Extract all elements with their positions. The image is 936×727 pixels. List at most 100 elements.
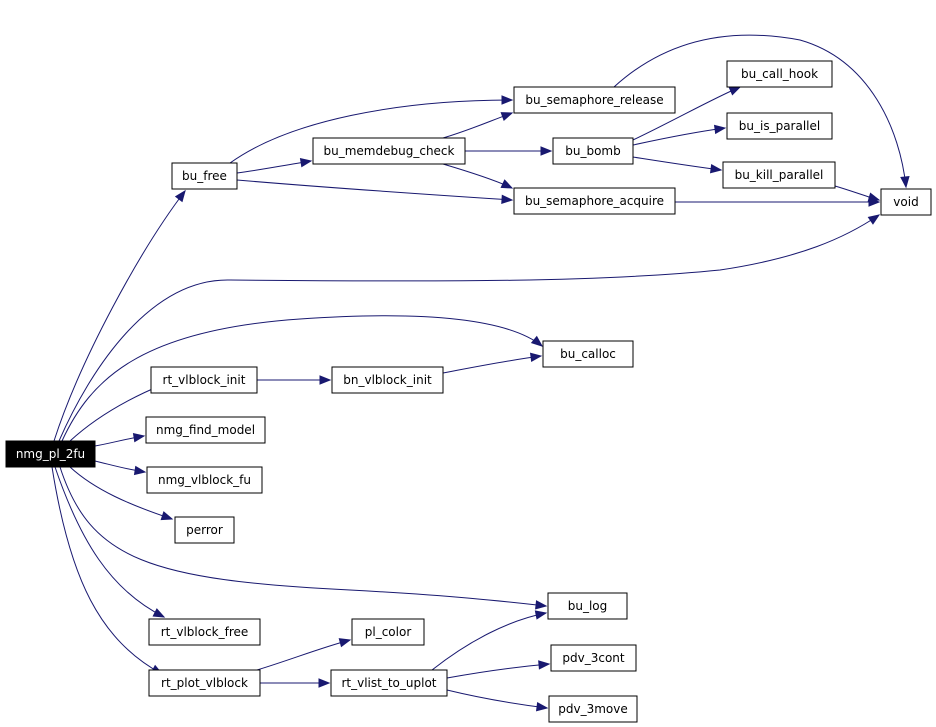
arrow-head — [900, 176, 910, 189]
node-box — [513, 187, 676, 215]
node-perror[interactable]: perror — [174, 516, 235, 544]
edge-line — [446, 663, 550, 679]
node-bu-call-hook[interactable]: bu_call_hook — [726, 60, 833, 88]
edge-rt_vlist_to_uplot-to-bu_log — [431, 610, 548, 671]
node-box — [548, 695, 638, 723]
node-bn-vlblock-init[interactable]: bn_vlblock_init — [331, 366, 444, 394]
edge-line — [69, 466, 173, 520]
node-box — [146, 466, 263, 494]
node-label: bu_is_parallel — [739, 119, 820, 133]
node-rt-vlblock-free[interactable]: rt_vlblock_free — [148, 618, 261, 646]
node-box — [174, 516, 235, 544]
edge-bn_vlblock_init-to-bu_calloc — [442, 352, 543, 374]
node-label: pdv_3cont — [562, 651, 625, 665]
arrow-head — [132, 432, 146, 443]
node-bu-log[interactable]: bu_log — [547, 592, 628, 620]
edge-line — [51, 466, 163, 675]
node-box — [145, 416, 266, 444]
edge-line — [229, 99, 513, 164]
node-label: nmg_vlblock_fu — [158, 473, 251, 487]
edge-nmg_pl_2fu-to-perror — [69, 466, 174, 521]
node-rt-plot-vlblock[interactable]: rt_plot_vlblock — [148, 669, 261, 697]
node-bu-semaphore-release[interactable]: bu_semaphore_release — [513, 86, 676, 114]
node-nmg-pl-2fu[interactable]: nmg_pl_2fu — [5, 440, 96, 468]
node-label: bu_call_hook — [741, 67, 818, 81]
arrow-head — [133, 465, 147, 476]
node-box — [351, 618, 425, 646]
node-box — [331, 366, 444, 394]
node-box — [513, 86, 676, 114]
arrow-head — [174, 189, 186, 203]
arrow-head — [500, 179, 514, 189]
node-label: rt_vlist_to_uplot — [341, 676, 436, 690]
edge-line — [446, 689, 548, 709]
node-label: nmg_pl_2fu — [16, 447, 85, 461]
arrow-head — [540, 146, 553, 156]
arrow-head — [728, 86, 742, 96]
arrow-head — [713, 124, 727, 135]
edge-line — [442, 163, 513, 189]
node-label: bu_semaphore_release — [525, 93, 663, 107]
node-bu-semaphore-acquire[interactable]: bu_semaphore_acquire — [513, 187, 676, 215]
node-nmg-find-model[interactable]: nmg_find_model — [145, 416, 266, 444]
arrow-head — [501, 194, 514, 205]
node-label: pl_color — [365, 625, 412, 639]
arrow-head — [529, 352, 543, 363]
node-box — [547, 592, 628, 620]
edge-bu_memdebug_check-to-bu_semaphore_acquire — [442, 163, 514, 189]
edge-line — [431, 612, 547, 671]
node-pdv-3cont[interactable]: pdv_3cont — [550, 644, 637, 672]
node-bu-free[interactable]: bu_free — [171, 162, 238, 190]
node-box — [722, 161, 836, 189]
edge-nmg_pl_2fu-to-bu_log — [59, 466, 548, 610]
node-bu-calloc[interactable]: bu_calloc — [542, 340, 634, 368]
node-nmg-vlblock-fu[interactable]: nmg_vlblock_fu — [146, 466, 263, 494]
node-bu-memdebug-check[interactable]: bu_memdebug_check — [312, 137, 466, 165]
edge-nmg_pl_2fu-to-nmg_vlblock_fu — [94, 460, 147, 476]
call-graph-nodes: nmg_pl_2fu bu_free bu_memdebug_check bu_sem… — [5, 60, 932, 723]
edge-bu_memdebug_check-to-bu_bomb — [465, 146, 553, 156]
node-pl-color[interactable]: pl_color — [351, 618, 425, 646]
edge-line — [632, 86, 741, 141]
node-label: bu_log — [568, 599, 608, 613]
node-bu-is-parallel[interactable]: bu_is_parallel — [726, 112, 833, 140]
node-bu-kill-parallel[interactable]: bu_kill_parallel — [722, 161, 836, 189]
node-pdv-3move[interactable]: pdv_3move — [548, 695, 638, 723]
edge-bu_semaphore_acquire-to-void — [674, 197, 881, 207]
edge-rt_plot_vlblock-to-pl_color — [256, 638, 352, 671]
node-box — [312, 137, 466, 165]
node-box — [726, 60, 833, 88]
edge-bu_memdebug_check-to-bu_semaphore_release — [442, 112, 514, 139]
node-label: pdv_3move — [558, 702, 628, 716]
arrow-head — [338, 638, 352, 648]
arrow-head — [534, 610, 548, 620]
node-rt-vlblock-init[interactable]: rt_vlblock_init — [150, 366, 258, 394]
edge-line — [54, 466, 165, 618]
node-label: bu_bomb — [565, 144, 621, 158]
node-label: bu_semaphore_acquire — [525, 194, 664, 208]
arrow-head — [318, 678, 331, 688]
edge-nmg_pl_2fu-to-void — [58, 214, 881, 442]
arrow-head — [152, 608, 166, 618]
edge-bu_bomb-to-bu_is_parallel — [632, 124, 727, 146]
edge-line — [58, 214, 880, 442]
edge-rt_plot_vlblock-to-rt_vlist_to_uplot — [259, 678, 331, 688]
arrow-head — [535, 701, 549, 712]
edge-nmg_pl_2fu-to-bu_free — [53, 189, 186, 442]
edge-line — [613, 34, 907, 188]
node-rt-vlist-to-uplot[interactable]: rt_vlist_to_uplot — [330, 669, 448, 697]
edge-line — [442, 112, 513, 139]
arrow-head — [530, 335, 544, 347]
node-label: bu_calloc — [560, 347, 616, 361]
edge-nmg_pl_2fu-to-rt_vlblock_free — [54, 466, 166, 618]
edge-bu_semaphore_release-to-void — [613, 34, 910, 189]
edge-line — [632, 127, 726, 146]
arrow-head — [538, 660, 551, 670]
node-label: bu_memdebug_check — [324, 144, 455, 158]
node-box — [550, 644, 637, 672]
node-bu-bomb[interactable]: bu_bomb — [552, 137, 634, 165]
node-void[interactable]: void — [880, 188, 932, 216]
edge-line — [236, 179, 513, 201]
node-box — [5, 440, 96, 468]
